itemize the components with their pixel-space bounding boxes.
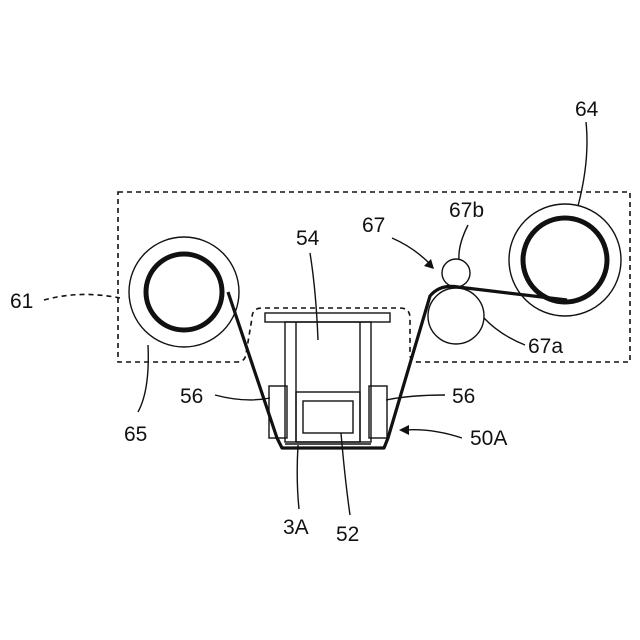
leader-67-arrow [392, 238, 432, 266]
label-67b: 67b [449, 199, 484, 222]
head-assembly-54 [265, 313, 390, 442]
label-67a: 67a [528, 335, 563, 358]
label-3A: 3A [283, 516, 309, 539]
reel-65 [129, 237, 239, 347]
label-61: 61 [10, 290, 33, 313]
leader-50A-arrow [404, 430, 462, 438]
leader-54 [310, 253, 318, 340]
label-64: 64 [575, 98, 599, 121]
arrow-50A-head [399, 425, 409, 435]
guide-56-left [269, 386, 287, 438]
leader-65 [138, 345, 148, 412]
leader-3A [297, 445, 299, 509]
leader-64 [578, 122, 587, 206]
label-65: 65 [124, 423, 147, 446]
leader-52 [341, 433, 350, 515]
leader-67a [484, 318, 525, 345]
leader-56-right [386, 395, 445, 400]
label-50A: 50A [470, 427, 507, 450]
tape-path [228, 286, 567, 448]
label-56-left: 56 [180, 385, 203, 408]
leader-61 [44, 294, 120, 300]
label-56-right: 56 [452, 385, 475, 408]
label-67: 67 [362, 214, 385, 237]
roller-67b [442, 259, 470, 287]
label-52: 52 [336, 523, 359, 546]
guide-56-right [369, 386, 387, 438]
roller-67a [428, 288, 484, 344]
label-54: 54 [296, 227, 320, 250]
leader-67b [459, 225, 468, 259]
